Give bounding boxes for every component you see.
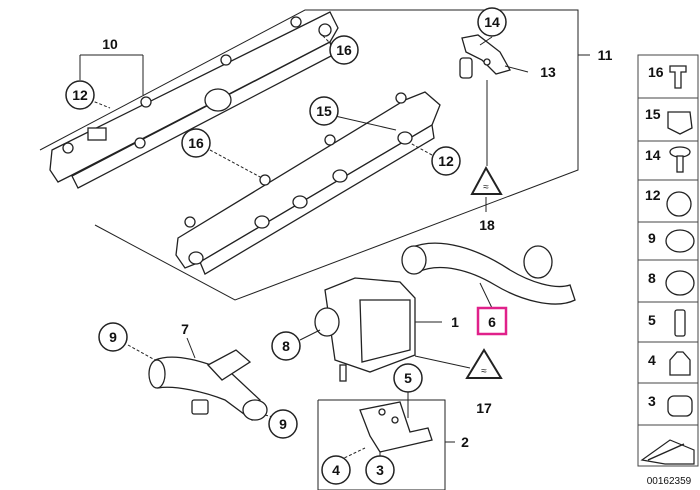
svg-text:9: 9: [648, 230, 656, 246]
svg-text:15: 15: [645, 106, 661, 122]
callout-16-top: 16: [329, 35, 359, 65]
bracket-group: [317, 399, 455, 490]
clip-icon: [667, 111, 693, 135]
svg-text:3: 3: [376, 462, 384, 478]
svg-text:7: 7: [181, 321, 189, 337]
warning-label-18: ≈: [470, 165, 503, 195]
svg-text:14: 14: [645, 147, 661, 163]
callout-7: 7: [181, 321, 189, 337]
svg-text:≈: ≈: [481, 366, 487, 377]
leader-lines: [79, 34, 529, 461]
svg-text:10: 10: [102, 36, 118, 52]
callout-6: 6: [476, 306, 508, 336]
pipe-7: [148, 349, 268, 422]
svg-text:16: 16: [188, 135, 204, 151]
svg-text:12: 12: [72, 87, 88, 103]
callout-16-mid: 16: [181, 128, 211, 158]
svg-text:13: 13: [540, 64, 556, 80]
warning-label-17: ≈: [465, 348, 503, 379]
stud-bolt-icon: [674, 309, 686, 337]
rubber-mount-icon: [669, 351, 691, 376]
svg-text:3: 3: [648, 393, 656, 409]
fuel-rail-10: [49, 11, 339, 189]
svg-text:8: 8: [648, 270, 656, 286]
svg-text:≈: ≈: [483, 182, 489, 193]
svg-text:12: 12: [438, 153, 454, 169]
callout-10: 10: [102, 36, 118, 52]
svg-text:15: 15: [316, 103, 332, 119]
svg-text:18: 18: [479, 217, 495, 233]
callout-12-mid: 12: [431, 146, 461, 176]
svg-text:16: 16: [336, 42, 352, 58]
callout-15: 15: [309, 96, 339, 126]
callout-12-top: 12: [65, 80, 95, 110]
svg-text:4: 4: [332, 462, 340, 478]
highlight-box: [476, 306, 508, 336]
svg-text:5: 5: [648, 312, 656, 328]
svg-text:17: 17: [476, 400, 492, 416]
svg-text:11: 11: [598, 47, 613, 63]
svg-text:1: 1: [451, 314, 459, 330]
callout-9-right: 9: [268, 409, 298, 439]
clamp-icon: [665, 270, 695, 296]
callout-2: 2: [461, 434, 469, 450]
callout-1: 1: [451, 314, 459, 330]
fuel-rail-15: [175, 91, 441, 275]
callout-14: 14: [477, 7, 507, 37]
frame-outline: [39, 9, 579, 301]
buffer-icon: [667, 395, 693, 417]
callout-4: 4: [321, 455, 351, 485]
svg-text:8: 8: [282, 338, 290, 354]
pressure-sensor-13: [459, 34, 511, 79]
svg-text:16: 16: [648, 64, 664, 80]
svg-text:5: 5: [404, 370, 412, 386]
svg-text:6: 6: [488, 314, 496, 330]
svg-text:9: 9: [279, 416, 287, 432]
grommet-icon: [666, 191, 692, 217]
callout-18: 18: [479, 217, 495, 233]
hose-6: [401, 242, 576, 305]
svg-text:14: 14: [484, 14, 500, 30]
callout-13: 13: [540, 64, 556, 80]
callout-11: 11: [598, 47, 613, 63]
svg-text:9: 9: [109, 329, 117, 345]
callout-9-left: 9: [98, 322, 128, 352]
callout-8: 8: [271, 331, 301, 361]
bolt-icon: [669, 65, 687, 89]
callout-17: 17: [476, 400, 492, 416]
svg-text:4: 4: [648, 352, 656, 368]
hose-clamp-icon: [665, 229, 695, 253]
throttle-body-1: [314, 277, 416, 382]
callout-5: 5: [393, 363, 423, 393]
image-code: 00162359: [647, 476, 692, 487]
parts-legend: 16 15 14 12 9 8 5 4 3: [637, 54, 699, 467]
svg-text:12: 12: [645, 187, 661, 203]
callout-3: 3: [365, 455, 395, 485]
svg-text:2: 2: [461, 434, 469, 450]
